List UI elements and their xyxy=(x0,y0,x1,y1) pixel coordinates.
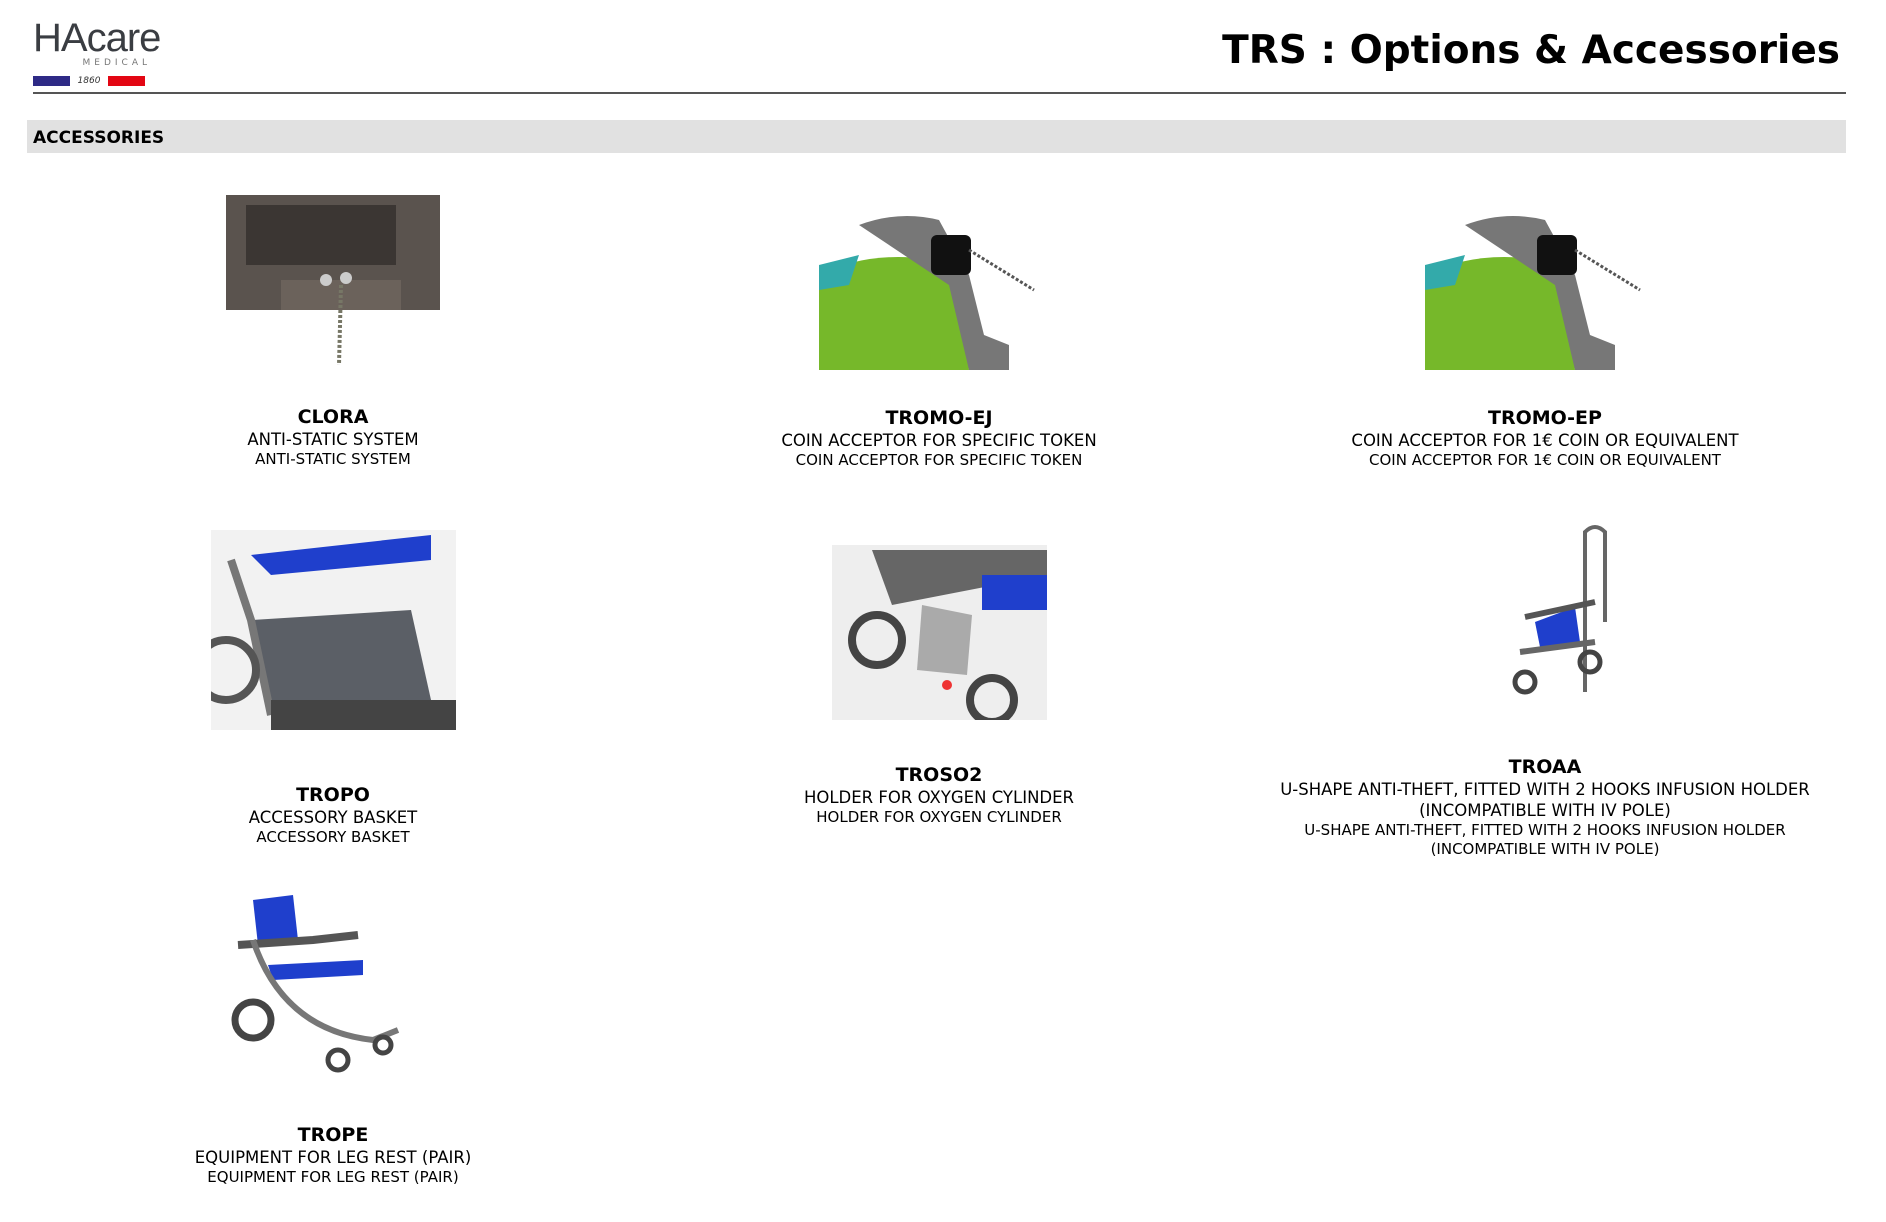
accessory-card: TROPE EQUIPMENT FOR LEG REST (PAIR) EQUI… xyxy=(33,880,633,1187)
item-description: COIN ACCEPTOR FOR 1€ COIN OR EQUIVALENT xyxy=(1351,431,1739,450)
item-description: ANTI-STATIC SYSTEM xyxy=(247,430,419,449)
page-title: TRS : Options & Accessories xyxy=(1222,28,1840,73)
clora-product-image xyxy=(226,195,440,366)
item-description-secondary: HOLDER FOR OXYGEN CYLINDER xyxy=(816,808,1062,826)
trope-product-image xyxy=(231,895,400,1073)
accessory-card: CLORA ANTI-STATIC SYSTEM ANTI-STATIC SYS… xyxy=(33,195,633,469)
troso2-product-image xyxy=(831,545,1047,726)
item-description: HOLDER FOR OXYGEN CYLINDER xyxy=(803,788,1075,807)
item-code: TROMO-EJ xyxy=(885,407,993,429)
accessory-card: TROMO-EP COIN ACCEPTOR FOR 1€ COIN OR EQ… xyxy=(1245,205,1845,470)
logo-year: 1860 xyxy=(77,76,101,86)
tromo-ej-product-image xyxy=(819,216,1035,370)
item-description-secondary: ACCESSORY BASKET xyxy=(256,828,410,846)
tromo-ep-product-image xyxy=(1425,216,1641,370)
item-code: TROPO xyxy=(296,784,370,806)
accessory-card: TROSO2 HOLDER FOR OXYGEN CYLINDER HOLDER… xyxy=(639,545,1239,827)
item-description-secondary: COIN ACCEPTOR FOR SPECIFIC TOKEN xyxy=(795,451,1083,469)
item-code: TROAA xyxy=(1508,756,1582,778)
accessory-card: TROPO ACCESSORY BASKET ACCESSORY BASKET xyxy=(33,530,633,847)
logo-text: HAcare xyxy=(33,16,161,60)
logo-flag: 1860 xyxy=(33,76,145,86)
item-code: TROPE xyxy=(297,1124,369,1146)
header-divider xyxy=(33,92,1846,94)
accessory-card: TROAA U-SHAPE ANTI-THEFT, FITTED WITH 2 … xyxy=(1245,522,1845,859)
item-description: ACCESSORY BASKET xyxy=(248,808,418,827)
accessory-card: TROMO-EJ COIN ACCEPTOR FOR SPECIFIC TOKE… xyxy=(639,205,1239,470)
section-header: ACCESSORIES xyxy=(27,120,1846,153)
item-code: CLORA xyxy=(297,406,369,428)
item-description-secondary: COIN ACCEPTOR FOR 1€ COIN OR EQUIVALENT xyxy=(1369,451,1721,469)
hacare-logo: HAcare MEDICAL 1860 xyxy=(33,16,161,90)
tropo-product-image xyxy=(191,530,456,730)
item-description: EQUIPMENT FOR LEG REST (PAIR) xyxy=(194,1148,472,1167)
item-code: TROSO2 xyxy=(895,764,983,786)
item-description-secondary: U-SHAPE ANTI-THEFT, FITTED WITH 2 HOOKS … xyxy=(1304,821,1786,858)
troaa-product-image xyxy=(1512,525,1607,695)
item-description: U-SHAPE ANTI-THEFT, FITTED WITH 2 HOOKS … xyxy=(1280,780,1810,820)
logo-subtitle: MEDICAL xyxy=(82,58,151,68)
item-description-secondary: ANTI-STATIC SYSTEM xyxy=(255,450,411,468)
item-description-secondary: EQUIPMENT FOR LEG REST (PAIR) xyxy=(207,1168,459,1186)
item-description: COIN ACCEPTOR FOR SPECIFIC TOKEN xyxy=(781,431,1097,450)
item-code: TROMO-EP xyxy=(1488,407,1602,429)
